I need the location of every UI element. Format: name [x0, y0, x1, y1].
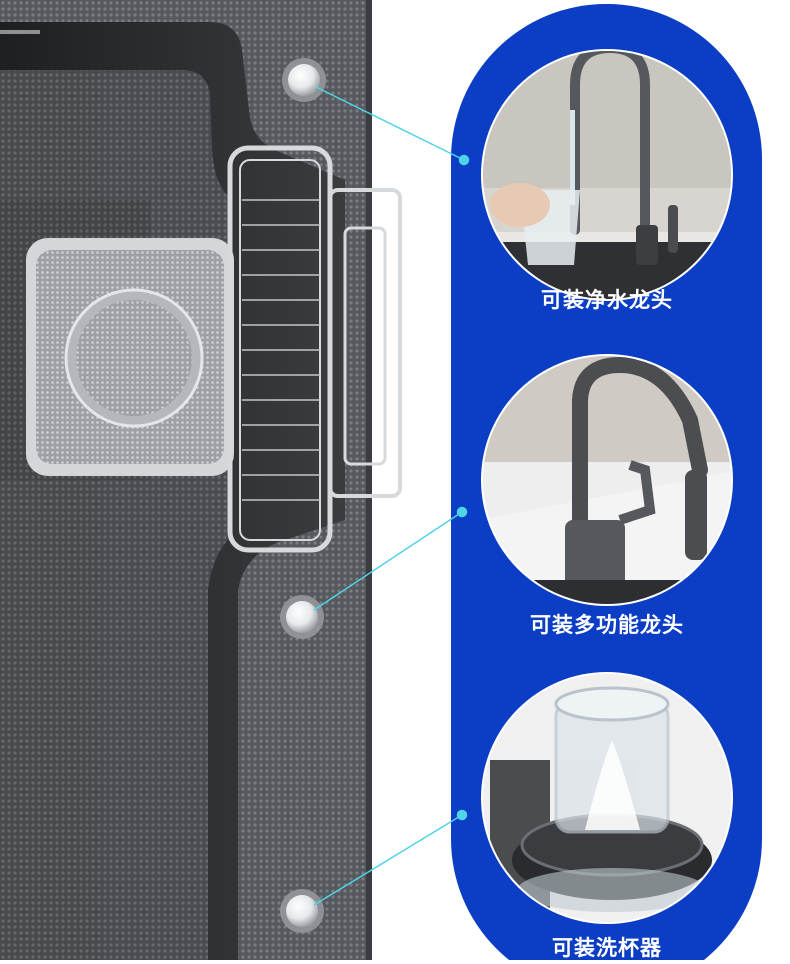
feature-label-multifunction-faucet: 可装多功能龙头 [530, 613, 684, 637]
feature-label-cup-washer: 可装洗杯器 [552, 936, 662, 960]
connector-lines [313, 86, 470, 906]
sink [0, 0, 402, 960]
feature-label-water-purifier: 可装净水龙头 [541, 288, 673, 312]
dish-basket [227, 145, 402, 553]
drain-strainer [26, 238, 234, 476]
multifunction-faucet-photo [481, 354, 733, 606]
cup-washer-photo [481, 672, 733, 924]
